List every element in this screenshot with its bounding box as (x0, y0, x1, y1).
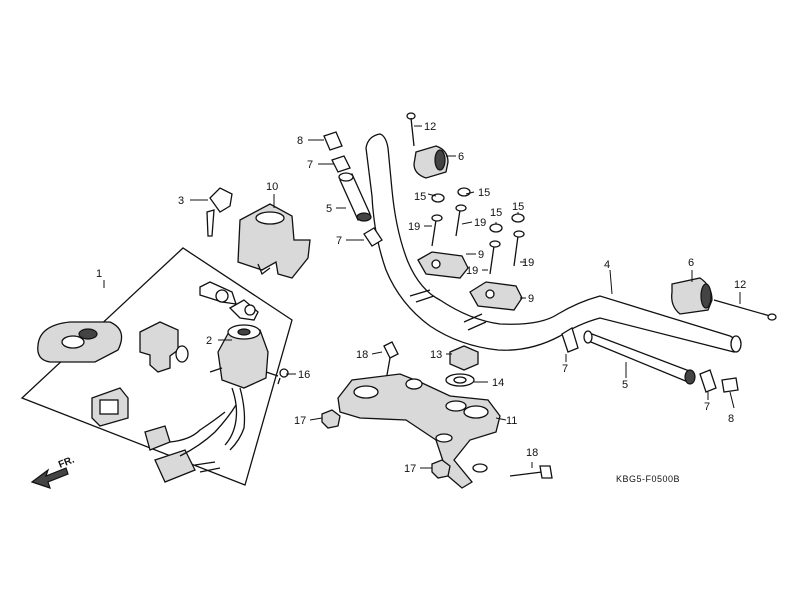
callout-2: 2 (206, 335, 212, 347)
handlebar-part (365, 133, 742, 353)
key-part (206, 187, 233, 237)
cover-pad-part (37, 321, 123, 363)
callout-15a: 15 (414, 191, 426, 203)
callout-7b: 7 (336, 235, 342, 247)
callout-8b: 8 (728, 413, 734, 425)
callout-12a: 12 (424, 121, 436, 133)
callout-15b: 15 (478, 187, 490, 199)
callout-19c: 19 (466, 265, 478, 277)
top-bridge-part (337, 373, 501, 489)
collar-7a (331, 155, 351, 173)
callout-13: 13 (430, 349, 442, 361)
bolt-12b (713, 299, 777, 321)
callout-7a: 7 (307, 159, 313, 171)
callout-8a: 8 (297, 135, 303, 147)
ignition-switch-part (209, 324, 279, 451)
upper-holder-9a (417, 251, 469, 279)
callout-17a: 17 (294, 415, 306, 427)
switch-keys (199, 281, 259, 321)
end-weight-6a (413, 145, 449, 179)
callout-15c: 15 (490, 207, 502, 219)
callout-labels: 1 2 3 4 5 5 6 6 7 7 7 7 8 8 9 9 10 11 12… (96, 121, 746, 475)
upper-holder-9b (469, 281, 523, 311)
callout-19d: 19 (522, 257, 534, 269)
collar-7d (699, 369, 717, 393)
callout-9b: 9 (528, 293, 534, 305)
connector-block-part (91, 387, 129, 427)
callout-4: 4 (604, 259, 610, 271)
switch-cover-part (237, 203, 311, 279)
callout-1: 1 (96, 268, 102, 280)
screw-16 (277, 368, 289, 385)
callout-6a: 6 (458, 151, 464, 163)
front-direction-arrow (30, 467, 69, 489)
front-direction-label: FR. (57, 454, 76, 470)
callout-19a: 19 (408, 221, 420, 233)
callout-18a: 18 (356, 349, 368, 361)
end-weight-6b (671, 277, 713, 315)
bolt-12a (406, 112, 416, 147)
switch-seat-part (139, 321, 189, 373)
nut-13 (449, 345, 479, 371)
callout-18b: 18 (526, 447, 538, 459)
callout-14: 14 (492, 377, 504, 389)
callout-3: 3 (178, 195, 184, 207)
callout-5b: 5 (622, 379, 628, 391)
callout-7c: 7 (562, 363, 568, 375)
bolts-19 (431, 204, 525, 275)
bolt-8a (323, 131, 343, 151)
callout-16: 16 (298, 369, 310, 381)
callout-11: 11 (506, 415, 517, 427)
callout-15d: 15 (512, 201, 524, 213)
bar-end-weight-5a (338, 172, 372, 222)
collar-7c (561, 327, 579, 353)
washer-14 (445, 373, 475, 387)
bar-end-weight-5b (583, 330, 696, 385)
callout-6b: 6 (688, 257, 694, 269)
harness-connectors (144, 404, 237, 483)
callout-10: 10 (266, 181, 278, 193)
bolt-18b (509, 465, 553, 479)
nut-17a (321, 409, 341, 429)
callout-7d: 7 (704, 401, 710, 413)
leader-lines (103, 125, 741, 469)
callout-12b: 12 (734, 279, 746, 291)
drawing-code: KBG5-F0500B (616, 474, 680, 484)
callout-19b: 19 (474, 217, 486, 229)
collar-7b (363, 227, 383, 247)
callout-17b: 17 (404, 463, 416, 475)
callout-5a: 5 (326, 203, 332, 215)
bolt-8b (721, 377, 739, 393)
callout-9a: 9 (478, 249, 484, 261)
nut-17b (431, 459, 451, 479)
